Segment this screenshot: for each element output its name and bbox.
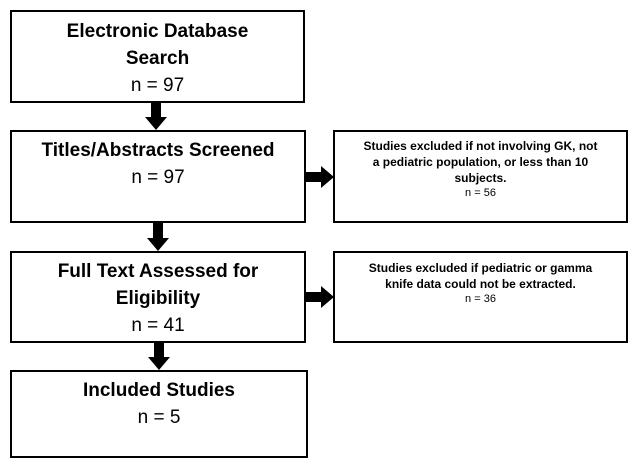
step-title-line: Electronic Database	[66, 21, 249, 42]
step-count: n = 97	[131, 167, 185, 188]
exclusion-text-line: Studies excluded if pediatric or gamma	[368, 261, 593, 275]
exclusion-box-screening: Studies excluded if not involving GK, no…	[333, 130, 628, 223]
step-title-line: Titles/Abstracts Screened	[41, 140, 275, 161]
step-screening: Titles/Abstracts Screened n = 97	[10, 130, 306, 223]
step-title-line: Eligibility	[115, 288, 201, 309]
exclusion-text-line: a pediatric population, or less than 10	[372, 155, 589, 169]
exclusion-text-line: subjects.	[454, 171, 507, 185]
step-count: n = 97	[130, 75, 185, 96]
exclusion-text-line: knife data could not be extracted.	[385, 277, 576, 291]
step-full-text-eligibility: Full Text Assessed for Eligibility n = 4…	[10, 251, 306, 343]
down-arrow-3	[148, 343, 170, 370]
down-arrow-2	[147, 223, 169, 251]
right-arrow-1	[306, 166, 334, 188]
step-count: n = 41	[131, 315, 185, 336]
exclusion-box-full-text: Studies excluded if pediatric or gamma k…	[333, 251, 628, 343]
step-count: n = 5	[137, 407, 181, 428]
step-title-line: Included Studies	[82, 380, 236, 401]
exclusion-count: n = 56	[465, 187, 496, 199]
down-arrow-1	[145, 103, 167, 130]
step-title-line: Full Text Assessed for	[57, 261, 259, 282]
step-database-search: Electronic Database Search n = 97	[10, 10, 305, 103]
exclusion-count: n = 36	[465, 293, 496, 305]
step-included-studies: Included Studies n = 5	[10, 370, 308, 458]
right-arrow-2	[306, 286, 334, 308]
exclusion-text-line: Studies excluded if not involving GK, no…	[363, 139, 598, 153]
step-title-line: Search	[125, 48, 190, 69]
